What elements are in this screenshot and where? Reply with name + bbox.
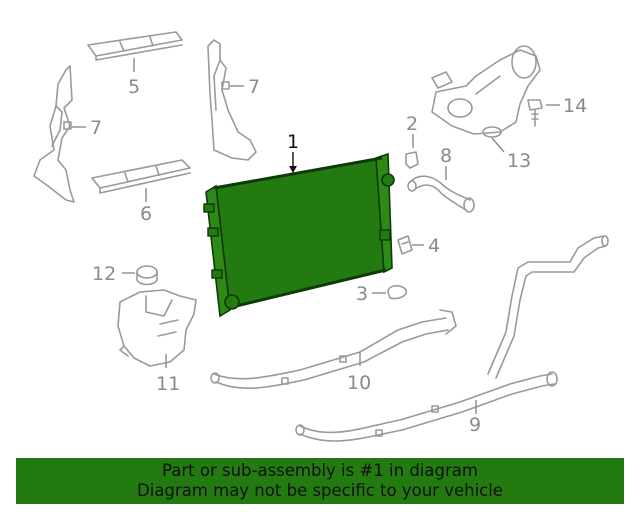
callout-6[interactable]: 6	[140, 203, 152, 225]
part-7-left-side-seal[interactable]	[33, 65, 75, 203]
part-14-bolt[interactable]	[527, 99, 543, 127]
callout-7b[interactable]: 7	[248, 76, 260, 98]
part-6-lower-deflector[interactable]	[91, 159, 191, 194]
part-10-lower-hose[interactable]	[210, 309, 457, 390]
part-8-hose[interactable]	[407, 175, 475, 213]
callout-3[interactable]: 3	[356, 283, 368, 305]
callout-5[interactable]: 5	[128, 76, 140, 98]
parts-diagram: 5 6 7 7 1 2	[33, 31, 609, 442]
callout-13[interactable]: 13	[507, 150, 531, 172]
part-11-coolant-reservoir[interactable]	[117, 289, 197, 367]
part-5-upper-deflector[interactable]	[87, 31, 183, 61]
callout-10[interactable]: 10	[347, 372, 371, 394]
info-banner: Part or sub-assembly is #1 in diagram Di…	[16, 458, 624, 504]
part-12-cap[interactable]	[136, 265, 158, 286]
callout-9[interactable]: 9	[469, 414, 481, 436]
part-3-seal[interactable]	[387, 284, 408, 300]
callout-7a[interactable]: 7	[90, 117, 102, 139]
callout-12[interactable]: 12	[92, 263, 116, 285]
callout-4[interactable]: 4	[428, 235, 440, 257]
callout-1[interactable]: 1	[287, 131, 299, 153]
part-1-radiator[interactable]	[203, 152, 395, 318]
part-4-bracket[interactable]	[397, 235, 413, 255]
part-9-long-hose[interactable]	[295, 235, 609, 442]
callout-14[interactable]: 14	[563, 95, 587, 117]
lead-arrow-1	[289, 166, 297, 173]
lead-line-13	[491, 137, 505, 153]
banner-line-2: Diagram may not be specific to your vehi…	[137, 481, 503, 500]
part-2-clip[interactable]	[405, 151, 419, 169]
callout-11[interactable]: 11	[156, 373, 180, 395]
part-13-thermostat-housing[interactable]	[431, 45, 541, 138]
callout-2[interactable]: 2	[406, 113, 418, 135]
callout-8[interactable]: 8	[440, 145, 452, 167]
banner-line-1: Part or sub-assembly is #1 in diagram	[162, 461, 478, 480]
part-7-right-side-seal[interactable]	[207, 39, 257, 161]
